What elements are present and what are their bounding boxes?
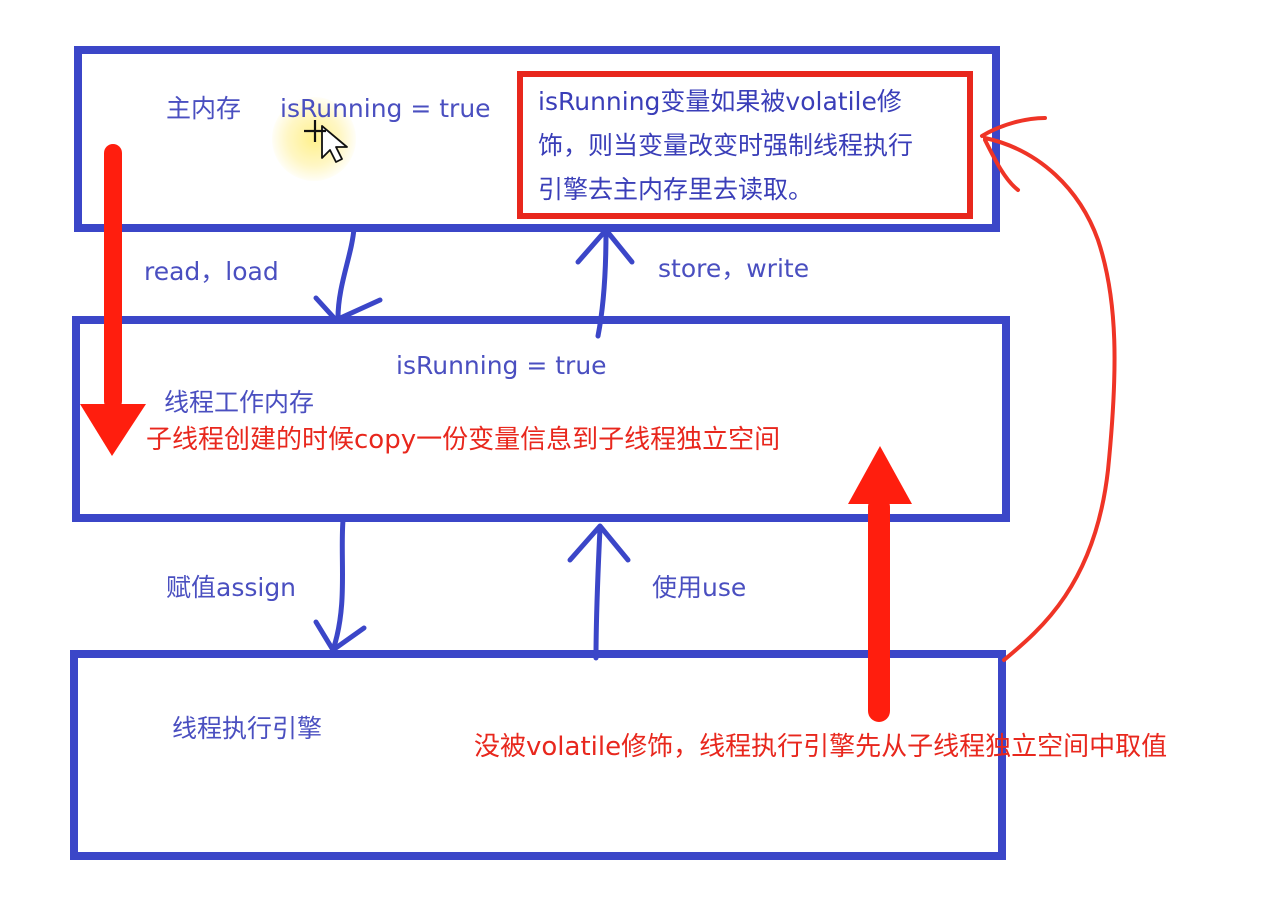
volatile-note-box [517, 71, 973, 219]
volatile-note: isRunning变量如果被volatile修 饰，则当变量改变时强制线程执行 … [538, 80, 958, 212]
volatile-note-line-2: 饰，则当变量改变时强制线程执行 [538, 131, 914, 160]
non-volatile-note: 没被volatile修饰，线程执行引擎先从子线程独立空间中取值 [474, 732, 1168, 762]
volatile-note-line-3: 引擎去主内存里去读取。 [538, 175, 814, 204]
engine-box [70, 650, 1006, 860]
use-arrow [567, 523, 631, 661]
main-memory-var: isRunning = true [280, 94, 491, 123]
work-memory-box [72, 316, 1010, 522]
red-down-arrow [80, 144, 146, 456]
read-load-arrow [313, 225, 383, 323]
use-label: 使用use [652, 573, 747, 602]
main-memory-label: 主内存 [166, 94, 242, 123]
copy-note: 子线程创建的时候copy一份变量信息到子线程独立空间 [146, 425, 781, 455]
store-write-label: store，write [658, 254, 810, 283]
mouse-cursor-icon [304, 120, 348, 163]
red-up-arrow [848, 446, 912, 722]
red-curved-arrow [980, 116, 1117, 662]
assign-label: 赋值assign [166, 573, 297, 602]
work-memory-label: 线程工作内存 [164, 388, 315, 417]
read-load-label: read，load [144, 257, 279, 286]
work-memory-var: isRunning = true [396, 351, 607, 380]
assign-arrow [313, 517, 367, 653]
engine-label: 线程执行引擎 [172, 714, 323, 743]
volatile-note-line-1: isRunning变量如果被volatile修 [538, 87, 902, 116]
store-write-arrow [575, 227, 635, 339]
